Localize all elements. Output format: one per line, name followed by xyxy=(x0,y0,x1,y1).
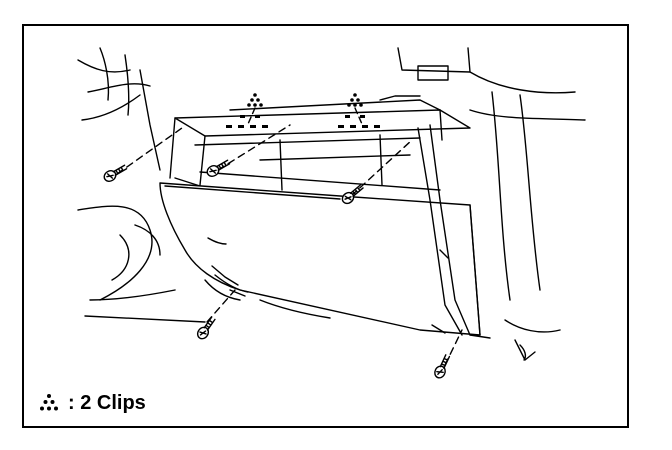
screw-5 xyxy=(434,354,451,379)
dashboard-right-outline xyxy=(397,47,586,361)
triangle-of-dots-icon xyxy=(40,394,58,411)
screw-3 xyxy=(341,184,364,205)
clip-marker-right xyxy=(347,93,363,107)
glove-box-door xyxy=(159,124,491,339)
clip-location-left xyxy=(226,115,268,128)
clip-markers xyxy=(226,93,380,128)
screw-1 xyxy=(103,164,128,182)
glove-box-opening xyxy=(169,95,471,191)
dashboard-left-outline xyxy=(77,47,206,323)
legend-label: : 2 Clips xyxy=(68,391,146,414)
screw-4 xyxy=(196,316,216,340)
screws xyxy=(103,159,451,379)
clip-location-right xyxy=(338,115,380,128)
clip-marker-left xyxy=(247,93,263,107)
clip-leader-lines xyxy=(247,107,363,125)
screw-2 xyxy=(206,159,231,177)
legend: : 2 Clips xyxy=(36,388,146,418)
